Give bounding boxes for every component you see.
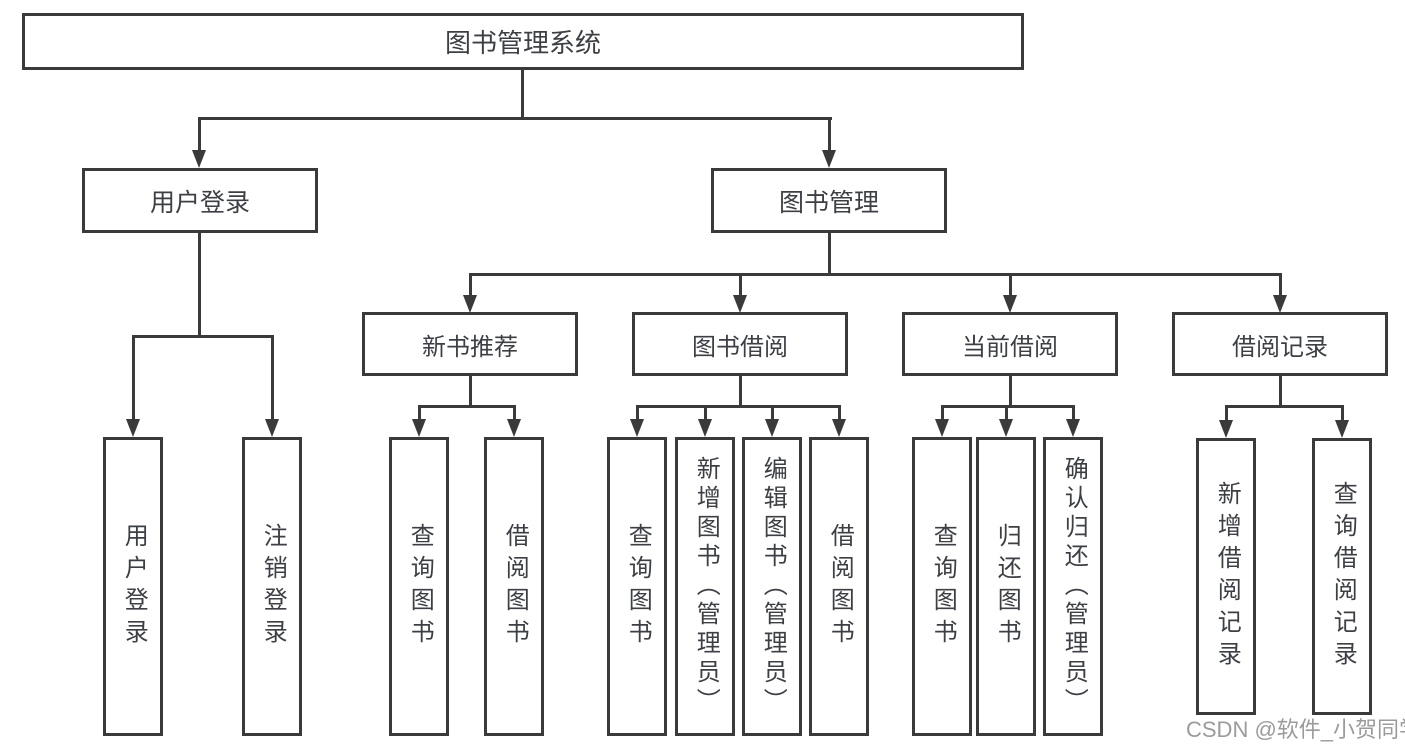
csdn-watermark: CSDN @软件_小贺同学 <box>1186 717 1405 742</box>
arrow-down-icon <box>265 419 279 437</box>
arrow-down-icon <box>1066 419 1080 437</box>
arrow-down-icon <box>1003 295 1017 313</box>
arrow-down-icon <box>1219 420 1233 438</box>
arrow-down-icon <box>507 419 521 437</box>
node-book-borrowing: 图书借阅 <box>632 312 848 376</box>
connector-line <box>469 376 472 407</box>
arrow-down-icon <box>698 419 712 437</box>
connector-line <box>941 405 1075 408</box>
node-label: 图书借阅 <box>692 333 788 361</box>
arrow-down-icon <box>1335 420 1349 438</box>
connector-line <box>1225 405 1228 422</box>
connector-line <box>1279 273 1282 299</box>
leaf-logout: 注销登录 <box>242 437 302 736</box>
connector-line <box>1072 405 1075 421</box>
node-label: 借阅记录 <box>1232 333 1328 361</box>
connector-line <box>1005 405 1008 421</box>
leaf-confirm-return-admin: 确认归还（管理员） <box>1043 437 1103 736</box>
leaf-return-books: 归还图书 <box>976 437 1036 736</box>
arrow-down-icon <box>733 295 747 313</box>
connector-line <box>198 117 201 153</box>
arrow-down-icon <box>192 150 206 168</box>
connector-line <box>828 233 831 275</box>
connector-line <box>521 69 524 118</box>
arrow-down-icon <box>832 419 846 437</box>
node-book-management: 图书管理 <box>711 168 947 233</box>
node-new-book-recommendation: 新书推荐 <box>362 312 578 376</box>
leaf-label: 新增图书（管理员） <box>692 456 720 717</box>
leaf-label: 借阅图书 <box>826 522 854 651</box>
connector-line <box>418 405 421 421</box>
arrow-down-icon <box>630 419 644 437</box>
leaf-label: 归还图书 <box>993 522 1021 651</box>
arrow-down-icon <box>1273 295 1287 313</box>
connector-line <box>636 405 841 408</box>
leaf-add-borrow-record: 新增借阅记录 <box>1196 438 1256 715</box>
connector-line <box>636 405 639 421</box>
connector-line <box>513 405 516 421</box>
arrow-down-icon <box>126 419 140 437</box>
leaf-label: 查询图书 <box>406 522 434 651</box>
arrow-down-icon <box>765 419 779 437</box>
leaf-query-borrow-record: 查询借阅记录 <box>1312 438 1372 715</box>
arrow-down-icon <box>935 419 949 437</box>
leaf-edit-book-admin: 编辑图书（管理员） <box>742 437 802 736</box>
connector-line <box>1279 376 1282 407</box>
connector-line <box>828 117 831 153</box>
connector-line <box>198 233 201 338</box>
leaf-label: 确认归还（管理员） <box>1060 456 1088 717</box>
leaf-user-login: 用户登录 <box>103 437 163 736</box>
leaf-query-books-recommend: 查询图书 <box>389 437 449 736</box>
connector-line <box>1341 405 1344 422</box>
leaf-label: 新增借阅记录 <box>1213 480 1241 673</box>
connector-line <box>838 405 841 421</box>
connector-line <box>132 335 135 423</box>
arrow-down-icon <box>412 419 426 437</box>
leaf-label: 借阅图书 <box>501 522 529 651</box>
node-label: 当前借阅 <box>962 333 1058 361</box>
connector-line <box>469 273 1282 276</box>
connector-line <box>198 117 832 120</box>
arrow-down-icon <box>999 419 1013 437</box>
connector-line <box>739 273 742 299</box>
connector-line <box>704 405 707 421</box>
leaf-label: 用户登录 <box>120 522 148 651</box>
node-user-login: 用户登录 <box>82 168 318 233</box>
leaf-label: 查询借阅记录 <box>1329 480 1357 673</box>
leaf-borrow-books-borrowing: 借阅图书 <box>809 437 869 736</box>
connector-line <box>1225 405 1344 408</box>
arrow-down-icon <box>463 295 477 313</box>
arrow-down-icon <box>822 150 836 168</box>
node-library-management-system: 图书管理系统 <box>22 13 1024 70</box>
leaf-borrow-books-recommend: 借阅图书 <box>484 437 544 736</box>
node-label: 用户登录 <box>149 188 250 217</box>
connector-line <box>418 405 516 408</box>
connector-line <box>469 273 472 299</box>
leaf-label: 查询图书 <box>624 522 652 651</box>
connector-line <box>941 405 944 421</box>
connector-line <box>271 335 274 423</box>
leaf-label: 查询图书 <box>929 522 957 651</box>
node-current-borrowing: 当前借阅 <box>902 312 1118 376</box>
leaf-label: 编辑图书（管理员） <box>759 456 787 717</box>
leaf-query-books-borrowing: 查询图书 <box>607 437 667 736</box>
node-label: 新书推荐 <box>422 333 518 361</box>
node-label: 图书管理系统 <box>444 28 601 58</box>
node-borrowing-records: 借阅记录 <box>1172 312 1388 376</box>
leaf-label: 注销登录 <box>259 522 287 651</box>
connector-line <box>739 376 742 407</box>
node-label: 图书管理 <box>778 188 879 217</box>
leaf-query-books-current: 查询图书 <box>912 437 972 736</box>
connector-line <box>1009 376 1012 407</box>
connector-line <box>1009 273 1012 299</box>
connector-line <box>132 335 274 338</box>
leaf-add-book-admin: 新增图书（管理员） <box>675 437 735 736</box>
connector-line <box>771 405 774 421</box>
